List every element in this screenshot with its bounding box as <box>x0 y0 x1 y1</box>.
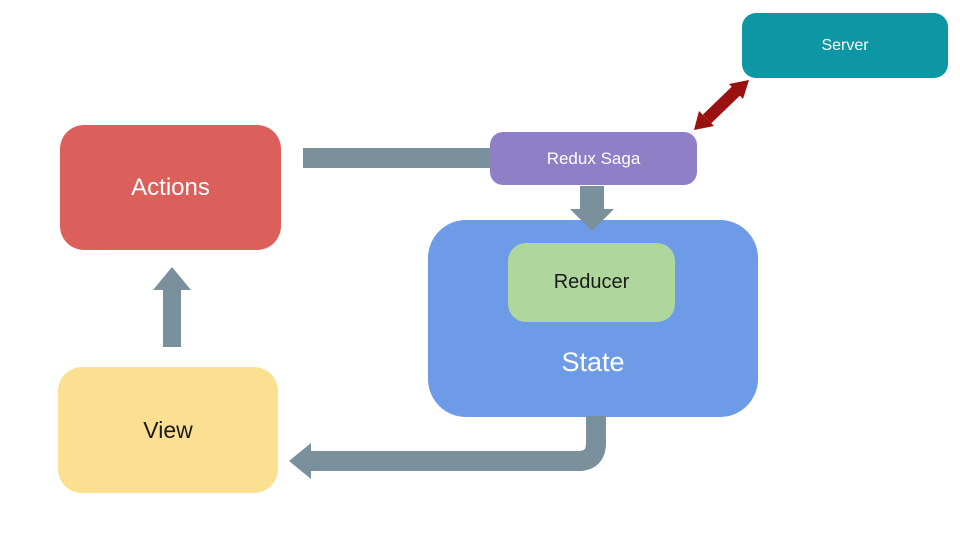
arrow-redux-saga-to-server <box>694 80 749 130</box>
node-reducer: Reducer <box>508 243 675 322</box>
node-server-label: Server <box>821 36 869 54</box>
node-state-label: State <box>561 347 625 377</box>
node-reducer-label: Reducer <box>553 271 630 293</box>
node-view-label: View <box>143 416 193 443</box>
node-server: Server <box>742 13 948 78</box>
node-view: View <box>58 367 278 493</box>
node-redux-saga: Redux Saga <box>490 132 697 185</box>
node-actions: Actions <box>60 125 281 250</box>
arrow-state-to-view <box>289 416 606 479</box>
arrow-view-to-actions <box>153 267 191 347</box>
node-redux-saga-label: Redux Saga <box>546 148 641 168</box>
node-actions-label: Actions <box>131 173 210 201</box>
